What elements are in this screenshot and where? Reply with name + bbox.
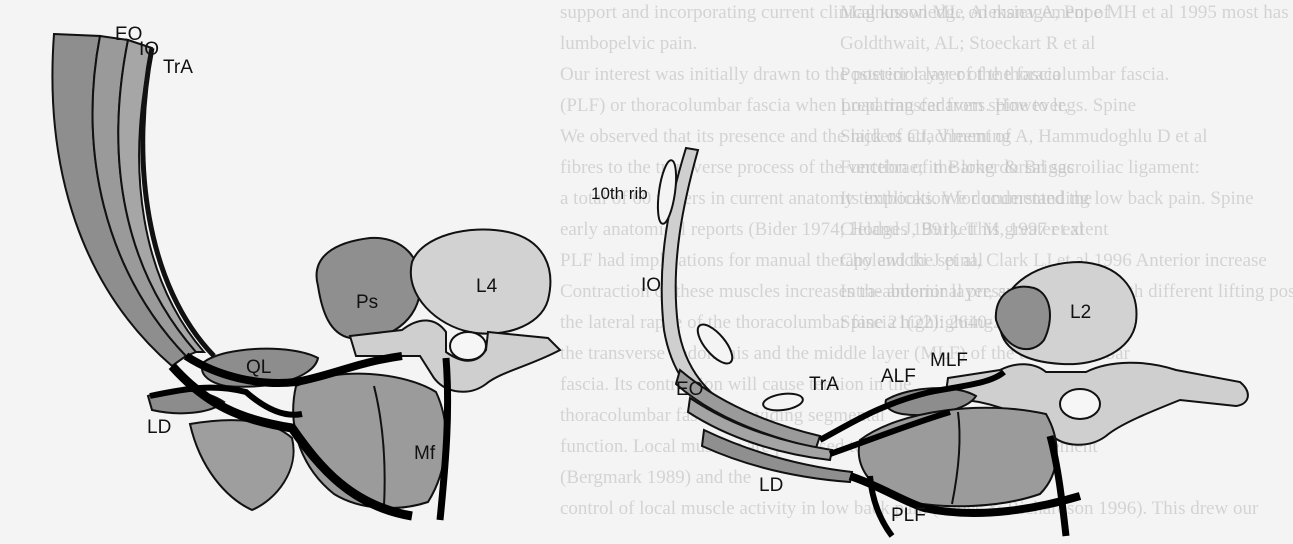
label-quadratus-lumborum: QL — [246, 358, 271, 377]
label-middle-layer-fascia: MLF — [930, 351, 968, 370]
label-multifidus: Mf — [414, 444, 435, 463]
label-internal-oblique-right: IO — [641, 276, 661, 295]
l2-vertebral-foramen — [1060, 389, 1100, 419]
label-latissimus-right: LD — [759, 476, 783, 495]
multifidus-left — [293, 374, 446, 508]
latissimus-dorsi-sheet-left — [190, 420, 294, 510]
label-internal-oblique-left: IO — [139, 40, 159, 59]
label-psoas: Ps — [356, 293, 378, 312]
l4-vertebral-foramen — [450, 332, 486, 360]
label-tenth-rib: 10th rib — [591, 185, 648, 202]
label-posterior-layer-fascia: PLF — [891, 506, 926, 525]
label-l2: L2 — [1070, 303, 1091, 322]
label-anterior-layer-fascia: ALF — [881, 367, 916, 386]
rib-cartilage-tip — [762, 391, 804, 412]
label-transversus-right: TrA — [809, 375, 839, 394]
psoas-left — [317, 238, 421, 339]
rib-cartilage-lower — [692, 319, 738, 369]
fascia-midline-right — [1050, 436, 1066, 536]
label-transversus-left: TrA — [163, 58, 193, 77]
label-external-oblique-right: EO — [676, 380, 703, 399]
label-l4: L4 — [476, 277, 497, 296]
label-latissimus-left: LD — [147, 418, 171, 437]
